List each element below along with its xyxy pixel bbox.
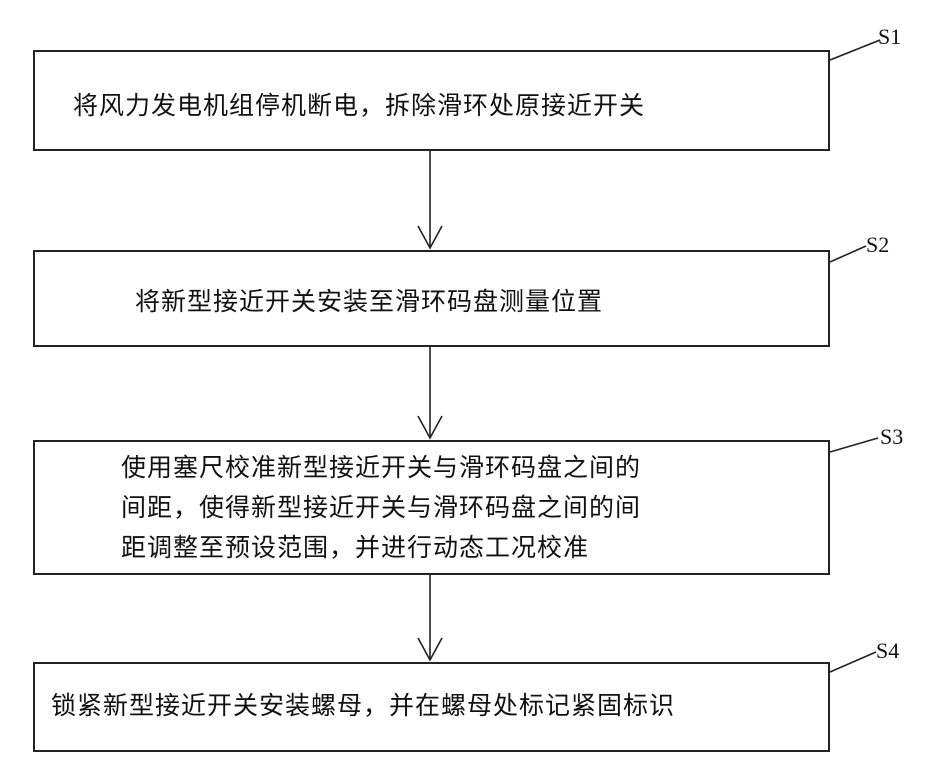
arrow-s3-s4-head bbox=[417, 637, 443, 662]
arrow-s1-s2-head bbox=[417, 225, 443, 250]
step-text-s3-line-3: 距调整至预设范围，并进行动态工况校准 bbox=[121, 533, 590, 562]
leader-s2 bbox=[829, 245, 867, 263]
step-box-s3: 使用塞尺校准新型接近开关与滑环码盘之间的 间距，使得新型接近开关与滑环码盘之间的… bbox=[33, 440, 830, 575]
step-label-s1: S1 bbox=[878, 24, 902, 49]
step-box-s1: 将风力发电机组停机断电，拆除滑环处原接近开关 bbox=[33, 50, 830, 151]
step-text-s1: 将风力发电机组停机断电，拆除滑环处原接近开关 bbox=[73, 91, 646, 120]
step-text-s3-line-1: 使用塞尺校准新型接近开关与滑环码盘之间的 bbox=[121, 453, 642, 482]
leader-s1 bbox=[829, 39, 881, 61]
step-label-s4: S4 bbox=[876, 638, 900, 663]
step-box-s2: 将新型接近开关安装至滑环码盘测量位置 bbox=[33, 250, 830, 347]
step-label-s2: S2 bbox=[866, 232, 890, 257]
step-text-s3-line-2: 间距，使得新型接近开关与滑环码盘之间的间 bbox=[121, 493, 642, 522]
leader-s3 bbox=[829, 437, 879, 453]
arrow-s2-s3-head bbox=[417, 415, 443, 440]
step-text-s4: 锁紧新型接近开关安装螺母，并在螺母处标记紧固标识 bbox=[51, 691, 676, 720]
step-text-s2: 将新型接近开关安装至滑环码盘测量位置 bbox=[135, 287, 604, 316]
step-box-s4: 锁紧新型接近开关安装螺母，并在螺母处标记紧固标识 bbox=[33, 662, 830, 752]
leader-s4 bbox=[829, 651, 877, 673]
step-label-s3: S3 bbox=[880, 424, 904, 449]
